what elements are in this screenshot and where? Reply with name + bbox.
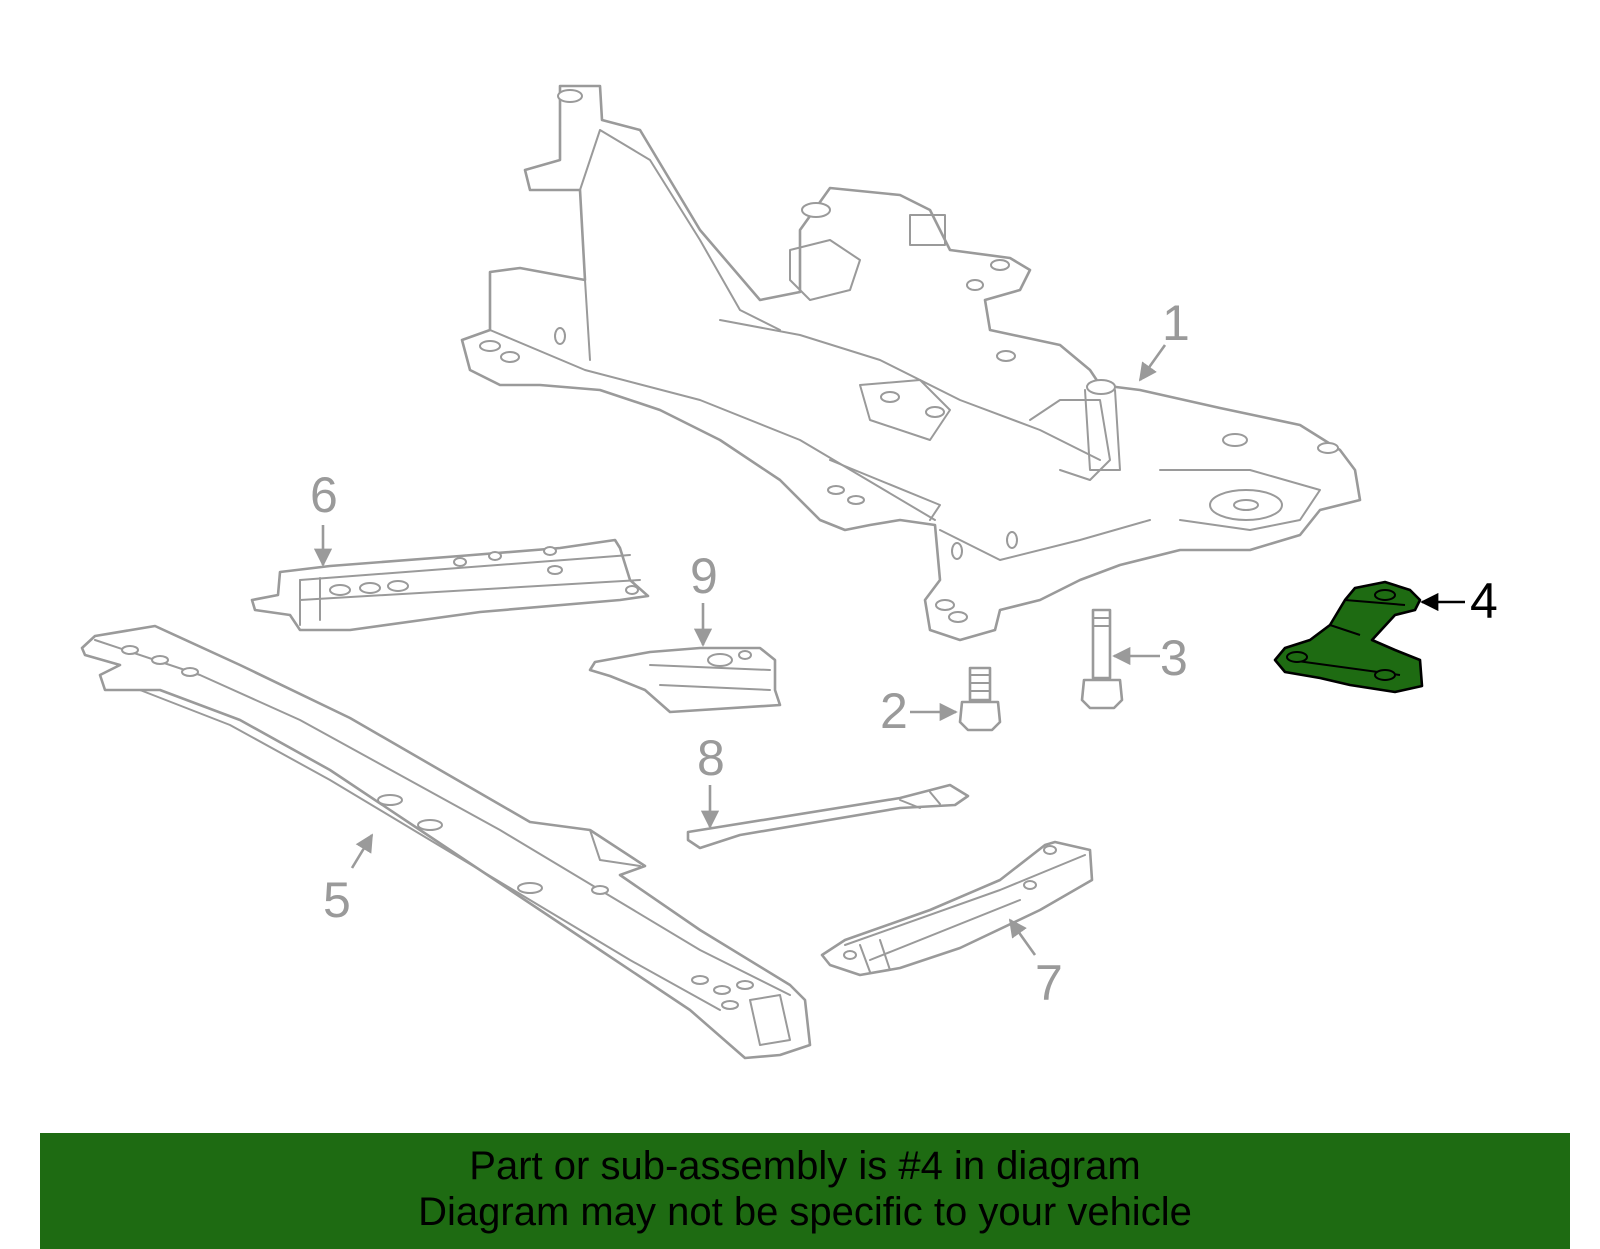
parts-diagram: 1 2 3 4 5 6 7 8 9 xyxy=(80,84,1498,1060)
leader-5 xyxy=(350,833,374,869)
banner-part-note: Part or sub-assembly is #4 in diagram xyxy=(469,1144,1141,1188)
info-banner: Part or sub-assembly is #4 in diagram Di… xyxy=(40,1133,1570,1249)
callout-7: 7 xyxy=(1035,955,1063,1011)
part-2-bolt[interactable] xyxy=(958,666,1002,732)
callout-6: 6 xyxy=(310,467,338,523)
leader-7 xyxy=(1008,918,1037,956)
part-8-strip[interactable] xyxy=(686,783,970,850)
part-5-member[interactable] xyxy=(80,624,812,1060)
part-3-bolt[interactable] xyxy=(1080,608,1124,710)
callout-5: 5 xyxy=(323,872,351,928)
part-6-bracket[interactable] xyxy=(250,538,650,632)
callout-1: 1 xyxy=(1162,295,1190,351)
callout-9: 9 xyxy=(690,548,718,604)
part-1-crossmember[interactable] xyxy=(460,84,1362,642)
callout-2: 2 xyxy=(880,683,908,739)
leader-1 xyxy=(1138,344,1167,382)
part-7-bracket[interactable] xyxy=(820,840,1094,977)
callout-4: 4 xyxy=(1470,573,1498,629)
callout-8: 8 xyxy=(697,730,725,786)
part-9-plate[interactable] xyxy=(588,646,782,714)
callout-3: 3 xyxy=(1160,630,1188,686)
part-4-bracket-highlighted[interactable] xyxy=(1273,580,1424,694)
banner-disclaimer: Diagram may not be specific to your vehi… xyxy=(418,1190,1192,1234)
